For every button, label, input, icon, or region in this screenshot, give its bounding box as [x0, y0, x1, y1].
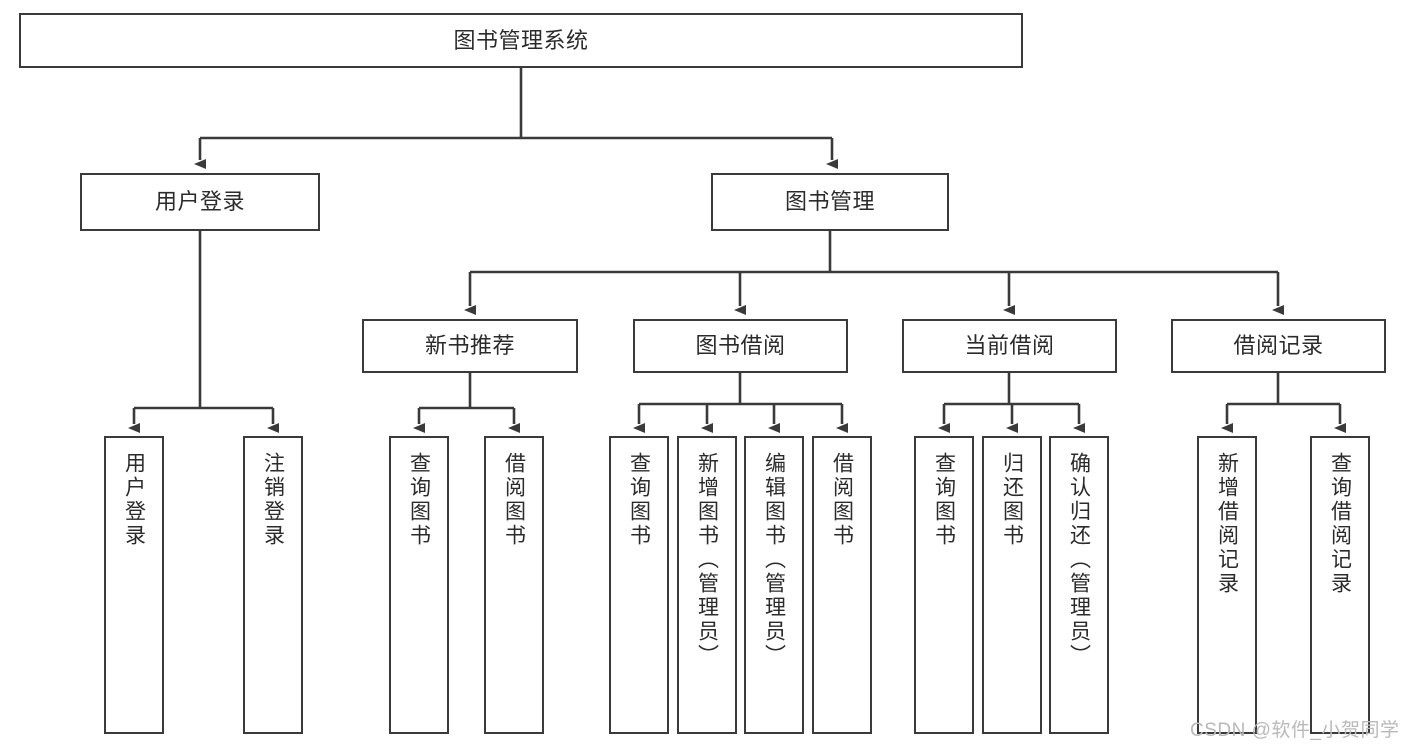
node-leaf-add-record[interactable]: 新增借阅记录 — [1197, 436, 1257, 734]
node-leaf-user-login[interactable]: 用户登录 — [104, 436, 164, 734]
node-leaf-user-login-label: 用户登录 — [122, 452, 146, 548]
node-book-manage[interactable]: 图书管理 — [711, 173, 949, 231]
node-leaf-query-book-3-label: 查询图书 — [932, 452, 956, 548]
node-book-borrow[interactable]: 图书借阅 — [633, 319, 848, 373]
node-leaf-query-book-3[interactable]: 查询图书 — [914, 436, 974, 734]
node-root[interactable]: 图书管理系统 — [19, 13, 1023, 68]
node-leaf-return-book[interactable]: 归还图书 — [982, 436, 1042, 734]
node-leaf-borrow-book-1[interactable]: 借阅图书 — [484, 436, 544, 734]
node-leaf-borrow-book-2-label: 借阅图书 — [830, 452, 854, 548]
node-root-label: 图书管理系统 — [453, 27, 589, 53]
node-book-borrow-label: 图书借阅 — [695, 333, 786, 359]
node-leaf-query-record-label: 查询借阅记录 — [1328, 452, 1352, 596]
node-new-book-recommend-label: 新书推荐 — [424, 333, 515, 359]
node-borrow-record[interactable]: 借阅记录 — [1171, 319, 1386, 373]
node-leaf-add-book[interactable]: 新增图书（管理员） — [677, 436, 737, 734]
node-leaf-confirm-return-label: 确认归还（管理员） — [1067, 452, 1091, 668]
node-leaf-edit-book-label: 编辑图书（管理员） — [762, 452, 786, 668]
node-leaf-confirm-return[interactable]: 确认归还（管理员） — [1049, 436, 1109, 734]
node-user-login[interactable]: 用户登录 — [80, 173, 320, 231]
node-leaf-logout[interactable]: 注销登录 — [243, 436, 303, 734]
watermark: CSDN @软件_小贺同学 — [1190, 720, 1400, 741]
node-leaf-return-book-label: 归还图书 — [1000, 452, 1024, 548]
node-leaf-query-record[interactable]: 查询借阅记录 — [1310, 436, 1370, 734]
node-book-manage-label: 图书管理 — [784, 189, 875, 215]
node-leaf-add-record-label: 新增借阅记录 — [1215, 452, 1239, 596]
node-leaf-query-book-2[interactable]: 查询图书 — [609, 436, 669, 734]
node-leaf-query-book-1[interactable]: 查询图书 — [389, 436, 449, 734]
node-leaf-query-book-2-label: 查询图书 — [627, 452, 651, 548]
node-leaf-borrow-book-2[interactable]: 借阅图书 — [812, 436, 872, 734]
node-current-borrow[interactable]: 当前借阅 — [902, 319, 1117, 373]
node-user-login-label: 用户登录 — [154, 189, 245, 215]
node-borrow-record-label: 借阅记录 — [1233, 333, 1324, 359]
node-leaf-edit-book[interactable]: 编辑图书（管理员） — [744, 436, 804, 734]
node-current-borrow-label: 当前借阅 — [964, 333, 1055, 359]
node-leaf-borrow-book-1-label: 借阅图书 — [502, 452, 526, 548]
node-new-book-recommend[interactable]: 新书推荐 — [362, 319, 578, 373]
node-leaf-query-book-1-label: 查询图书 — [407, 452, 431, 548]
node-leaf-add-book-label: 新增图书（管理员） — [695, 452, 719, 668]
node-leaf-logout-label: 注销登录 — [261, 452, 285, 548]
